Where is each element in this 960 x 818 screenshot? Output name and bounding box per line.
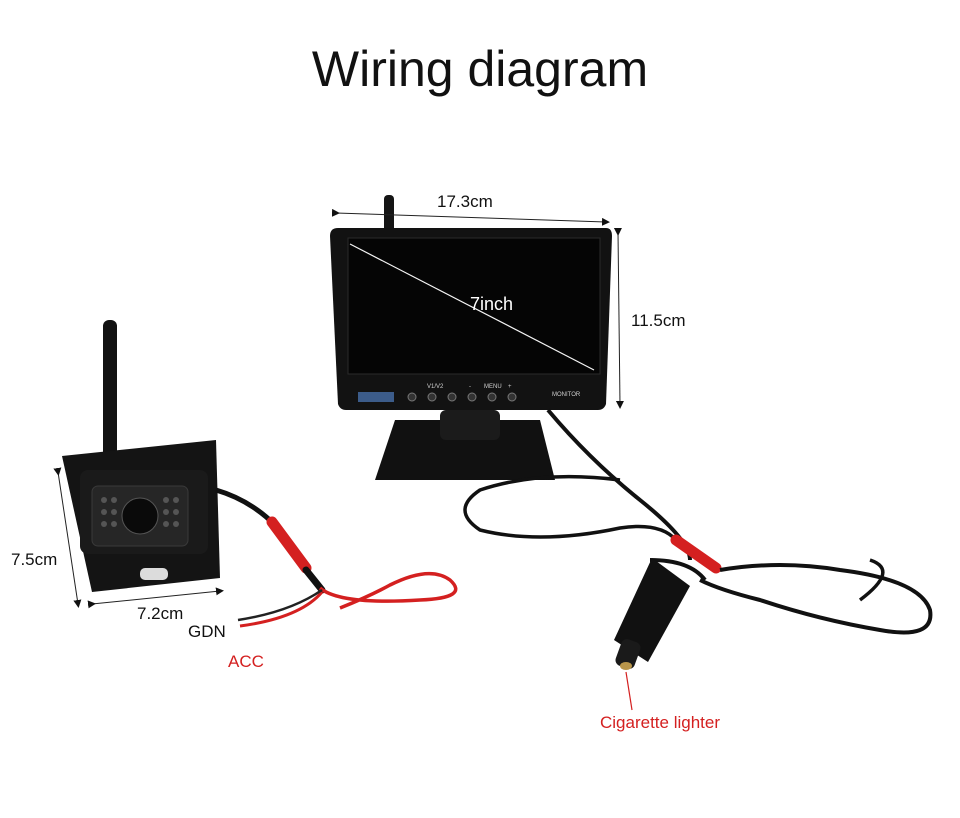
monitor-stand — [375, 420, 555, 480]
ground-wire-label: GDN — [188, 622, 226, 641]
button-label: - — [469, 384, 471, 390]
monitor: 7inch V1/V2 - MENU + MONITOR — [330, 195, 612, 480]
camera-width-line — [87, 587, 224, 609]
lighter-tip — [620, 662, 632, 670]
monitor-display-strip — [358, 392, 394, 402]
monitor-height-line — [613, 227, 624, 409]
screen-size-label: 7inch — [470, 294, 513, 314]
camera-cable — [215, 487, 458, 628]
cigarette-lighter-plug — [614, 558, 690, 662]
lighter-pointer — [625, 671, 633, 711]
acc-wire — [318, 571, 458, 610]
acc-wire-label: ACC — [228, 652, 264, 671]
monitor-stand-mount — [440, 410, 500, 440]
screen-diagonal — [349, 243, 595, 371]
button-label: V1/V2 — [427, 384, 444, 390]
camera-bracket-slot — [140, 568, 168, 580]
monitor-height-label: 11.5cm — [631, 311, 686, 330]
button-label: + — [508, 384, 512, 390]
camera-width-label: 7.2cm — [137, 604, 184, 623]
monitor-button[interactable] — [467, 392, 477, 402]
monitor-button[interactable] — [487, 392, 497, 402]
cigarette-lighter-label: Cigarette lighter — [600, 713, 721, 732]
monitor-button[interactable] — [507, 392, 517, 402]
power-connector — [670, 534, 722, 574]
monitor-brand: MONITOR — [552, 392, 581, 398]
camera — [62, 320, 220, 592]
camera-height-label: 7.5cm — [11, 550, 58, 569]
camera-lens — [121, 497, 159, 535]
camera-ir-leds — [101, 497, 179, 527]
acc-wire-end — [239, 591, 324, 628]
monitor-button[interactable] — [447, 392, 457, 402]
button-label: MENU — [484, 384, 502, 390]
monitor-buttons: V1/V2 - MENU + — [407, 384, 517, 402]
monitor-button[interactable] — [427, 392, 437, 402]
power-cable — [463, 408, 933, 711]
camera-antenna — [103, 320, 117, 460]
camera-connector — [266, 516, 312, 574]
diagram-title: Wiring diagram — [311, 41, 649, 97]
camera-height-line — [53, 467, 82, 608]
monitor-width-line — [331, 208, 610, 226]
ground-wire — [237, 588, 323, 622]
monitor-width-label: 17.3cm — [437, 192, 493, 211]
monitor-button[interactable] — [407, 392, 417, 402]
